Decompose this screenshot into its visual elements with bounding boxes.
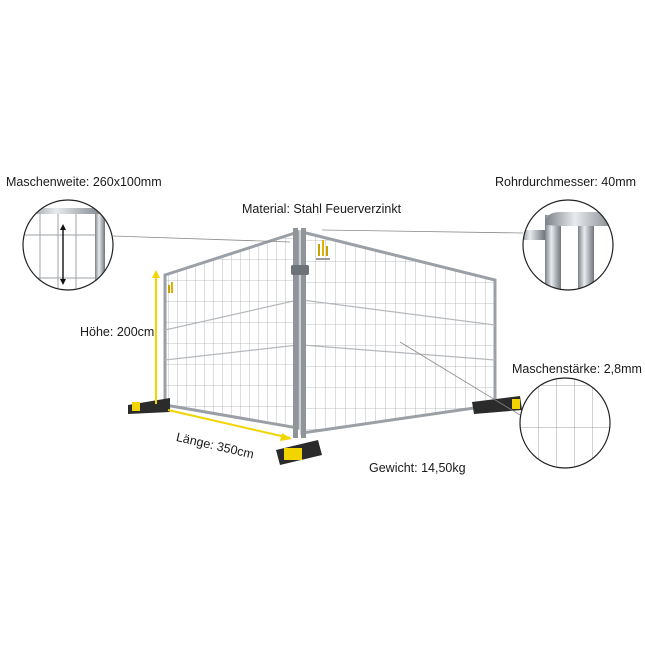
zoom-mesh-thickness [519,377,611,469]
brand-logo-icon [316,240,330,260]
length-dimension [167,409,292,441]
zoom-mesh-width [22,199,114,291]
mesh-thickness-label: Maschenstärke: 2,8mm [512,362,642,376]
leader-lines [112,229,524,416]
center-foot [276,440,322,465]
height-dimension [152,270,160,404]
tube-diameter-label: Rohrdurchmesser: 40mm [495,175,637,189]
mesh-width-label: Maschenweite: 260x100mm [6,175,162,189]
left-fence-panel [163,229,300,430]
small-logo-icon [168,282,173,293]
left-foot [128,398,170,414]
material-label: Material: Stahl Feuerverzinkt [242,202,402,216]
zoom-tube-diameter [522,199,614,291]
right-fence-panel [300,230,497,435]
right-foot [472,396,522,414]
center-post [291,228,309,438]
height-label: Höhe: 200cm [80,325,155,339]
weight-label: Gewicht: 14,50kg [369,461,466,475]
